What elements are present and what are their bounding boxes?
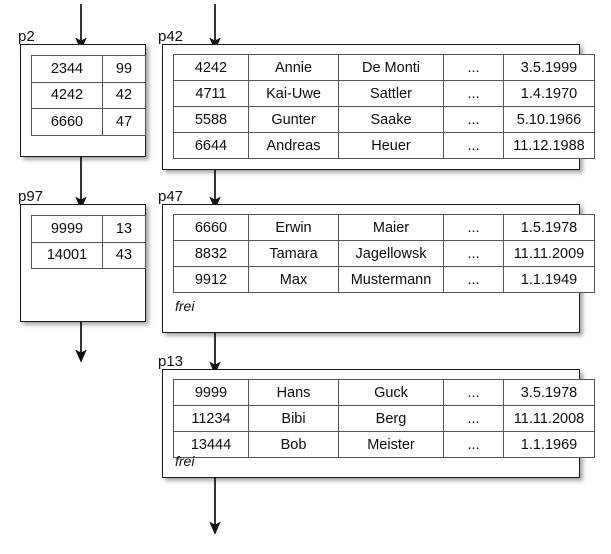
cell-first-name: Hans bbox=[248, 379, 339, 406]
free-space-label-p13: frei bbox=[175, 453, 195, 469]
cell-date: 1.4.1970 bbox=[503, 80, 595, 107]
cell-date: 11.11.2009 bbox=[503, 240, 595, 267]
cell-more: ... bbox=[443, 106, 504, 133]
cell-more: ... bbox=[443, 132, 504, 159]
cell-id: 4242 bbox=[173, 54, 249, 81]
cell-id: 9999 bbox=[173, 379, 249, 406]
page-label-p42: p42 bbox=[158, 28, 184, 45]
cell-date: 5.10.1966 bbox=[503, 106, 595, 133]
cell-id: 9912 bbox=[173, 266, 249, 293]
cell-last-name: Meister bbox=[338, 431, 444, 458]
cell-date: 11.11.2008 bbox=[503, 405, 595, 432]
cell-key: 9999 bbox=[31, 215, 103, 243]
cell-id: 8832 bbox=[173, 240, 249, 267]
cell-more: ... bbox=[443, 80, 504, 107]
cell-first-name: Max bbox=[248, 266, 339, 293]
page-label-p2: p2 bbox=[18, 28, 35, 45]
cell-first-name: Kai-Uwe bbox=[248, 80, 339, 107]
cell-first-name: Andreas bbox=[248, 132, 339, 159]
cell-id: 6660 bbox=[173, 214, 249, 241]
cell-pointer: 43 bbox=[102, 241, 146, 269]
cell-first-name: Bibi bbox=[248, 405, 339, 432]
cell-date: 3.5.1999 bbox=[503, 54, 595, 81]
cell-more: ... bbox=[443, 431, 504, 458]
cell-last-name: Guck bbox=[338, 379, 444, 406]
cell-key: 4242 bbox=[31, 81, 103, 109]
cell-date: 11.12.1988 bbox=[503, 132, 595, 159]
cell-id: 6644 bbox=[173, 132, 249, 159]
cell-more: ... bbox=[443, 214, 504, 241]
cell-first-name: Bob bbox=[248, 431, 339, 458]
cell-last-name: Jagellowsk bbox=[338, 240, 444, 267]
cell-key: 6660 bbox=[31, 108, 103, 136]
cell-last-name: Saake bbox=[338, 106, 444, 133]
cell-key: 2344 bbox=[31, 55, 103, 83]
cell-last-name: De Monti bbox=[338, 54, 444, 81]
cell-last-name: Berg bbox=[338, 405, 444, 432]
cell-pointer: 42 bbox=[102, 81, 146, 109]
cell-more: ... bbox=[443, 240, 504, 267]
cell-id: 5588 bbox=[173, 106, 249, 133]
cell-id: 11234 bbox=[173, 405, 249, 432]
cell-first-name: Gunter bbox=[248, 106, 339, 133]
cell-last-name: Sattler bbox=[338, 80, 444, 107]
cell-pointer: 99 bbox=[102, 55, 146, 83]
cell-last-name: Maier bbox=[338, 214, 444, 241]
cell-pointer: 47 bbox=[102, 108, 146, 136]
free-space-label-p47: frei bbox=[175, 298, 195, 314]
cell-first-name: Tamara bbox=[248, 240, 339, 267]
cell-last-name: Heuer bbox=[338, 132, 444, 159]
cell-pointer: 13 bbox=[102, 215, 146, 243]
cell-first-name: Erwin bbox=[248, 214, 339, 241]
page-label-p97: p97 bbox=[18, 188, 44, 205]
cell-id: 13444 bbox=[173, 431, 249, 458]
page-label-p47: p47 bbox=[158, 188, 184, 205]
cell-more: ... bbox=[443, 54, 504, 81]
cell-first-name: Annie bbox=[248, 54, 339, 81]
cell-more: ... bbox=[443, 405, 504, 432]
cell-more: ... bbox=[443, 266, 504, 293]
cell-more: ... bbox=[443, 379, 504, 406]
cell-date: 1.1.1969 bbox=[503, 431, 595, 458]
cell-last-name: Mustermann bbox=[338, 266, 444, 293]
cell-key: 14001 bbox=[31, 241, 103, 269]
cell-date: 3.5.1978 bbox=[503, 379, 595, 406]
cell-date: 1.5.1978 bbox=[503, 214, 595, 241]
cell-date: 1.1.1949 bbox=[503, 266, 595, 293]
page-label-p13: p13 bbox=[158, 353, 184, 370]
cell-id: 4711 bbox=[173, 80, 249, 107]
